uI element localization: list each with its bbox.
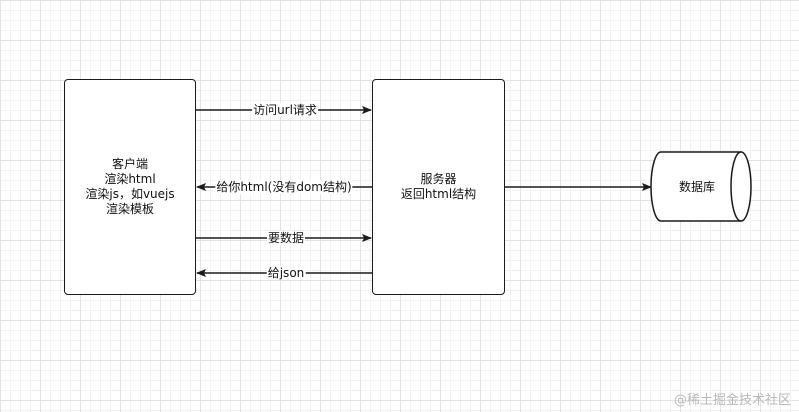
edge-return-json-label: 给json: [266, 266, 306, 280]
watermark: @稀土掘金技术社区: [673, 393, 791, 408]
database-label: 数据库: [678, 180, 716, 194]
edge-request-data-label: 要数据: [266, 231, 306, 245]
client-line-4: 渲染模板: [105, 202, 154, 216]
client-line-2: 渲染html: [104, 172, 156, 186]
edge-request-url-label: 访问url请求: [252, 103, 318, 117]
server-line-2: 返回html结构: [400, 187, 477, 201]
edge-return-html-label: 给你html(没有dom结构): [215, 180, 353, 194]
client-line-3: 渲染js，如vuejs: [85, 187, 175, 201]
client-box: 客户端 渲染html 渲染js，如vuejs 渲染模板: [64, 79, 196, 295]
server-box: 服务器 返回html结构: [372, 79, 505, 295]
client-line-1: 客户端: [111, 157, 148, 171]
database-cylinder: [650, 151, 752, 222]
server-line-1: 服务器: [420, 172, 457, 186]
